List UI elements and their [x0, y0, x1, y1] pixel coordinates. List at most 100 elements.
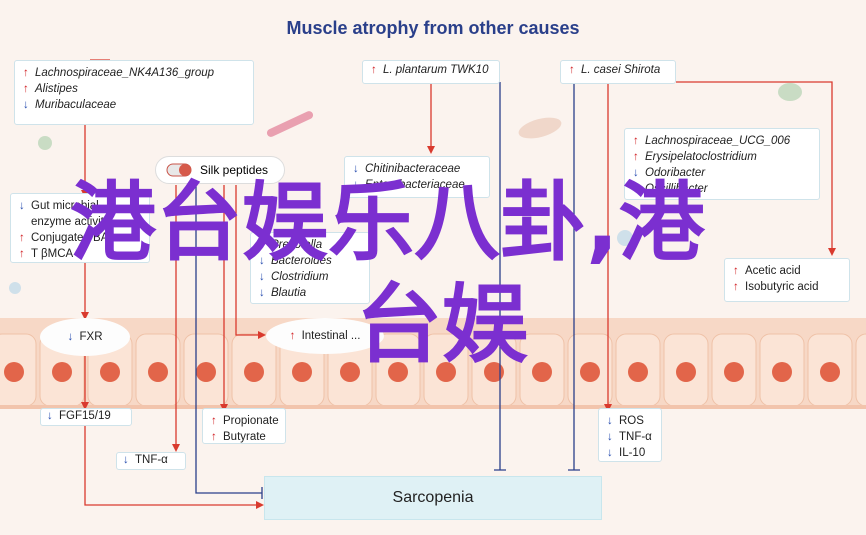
marker-row: ↓ ROS: [607, 413, 653, 429]
silk-peptides-pill: Silk peptides: [155, 156, 285, 184]
bacteria-row: ↑ Alistipes: [23, 81, 245, 97]
bacteria-row: ↓Bacteroides: [259, 253, 361, 269]
cell-nucleus: [52, 362, 72, 382]
down-arrow-icon: ↓: [607, 415, 613, 427]
intestinal-label: Intestinal ...: [301, 330, 361, 342]
link-silk-to-intestinal: [235, 185, 264, 336]
fxr-label: FXR: [79, 331, 103, 343]
bacteria-name: Enterobacteriaceae: [365, 179, 465, 191]
acids-box: ↑Acetic acid ↑ Isobutyric acid: [724, 258, 850, 302]
bacteria-box-middle: ↑Prevotella ↓Bacteroides ↓Clostridium ↓B…: [250, 232, 370, 304]
bacteria-row: ↓Oscillibacter: [633, 181, 811, 197]
cell-nucleus: [244, 362, 264, 382]
lplantarum-box: ↑ L. plantarum TWK10: [362, 60, 500, 84]
intestine-base: [0, 405, 866, 409]
acid-label: Isobutyric acid: [745, 281, 819, 293]
gut-row: ↓ Gut microbial: [19, 198, 141, 214]
bacteria-row: ↓ Muribaculaceae: [23, 97, 245, 113]
cell-nucleus: [388, 362, 408, 382]
bacteria-name: Clostridium: [271, 271, 329, 283]
down-arrow-icon: ↓: [353, 179, 359, 191]
cell-nucleus: [148, 362, 168, 382]
gut-text: T βMCA: [31, 248, 74, 260]
up-arrow-icon: ↑: [259, 239, 265, 251]
marker-label: ROS: [619, 415, 644, 427]
bacteria-name: Lachnospiraceae_UCG_006: [645, 135, 791, 147]
cell-nucleus: [340, 362, 360, 382]
up-arrow-icon: ↑: [371, 64, 377, 76]
bacteria-name: Blautia: [271, 287, 307, 299]
silk-peptides-label: Silk peptides: [200, 163, 269, 177]
gut-text: Gut microbial: [31, 200, 99, 212]
down-arrow-icon: ↓: [607, 447, 613, 459]
gut-text: Conjugated BA: [31, 232, 109, 244]
fgf-box: ↓ FGF15/19: [40, 408, 132, 426]
capsule-icon: [166, 163, 192, 177]
down-arrow-icon: ↓: [607, 431, 613, 443]
down-arrow-icon: ↓: [23, 99, 29, 111]
gut-row: ↓enzyme activity: [19, 214, 141, 230]
acid-row: ↑ Isobutyric acid: [733, 279, 841, 295]
connectors: [84, 59, 833, 506]
up-arrow-icon: ↑: [23, 83, 29, 95]
inhibit-links: [195, 82, 580, 499]
cell-nucleus: [100, 362, 120, 382]
inhibit-lcasei: [568, 82, 580, 471]
up-arrow-icon: ↑: [211, 415, 217, 427]
bacteria-name: Erysipelatoclostridium: [645, 151, 757, 163]
bacteria-name: Muribaculaceae: [35, 99, 117, 111]
cell-nucleus: [628, 362, 648, 382]
marker-row: ↓TNF-α: [607, 429, 653, 445]
scfa-label: Butyrate: [223, 431, 266, 443]
cell-nucleus: [532, 362, 552, 382]
bacteria-box-left: ↑Lachnospiraceae_NK4A136_group ↑ Alistipe…: [14, 60, 254, 125]
up-arrow-icon: ↑: [211, 431, 217, 443]
marker-label: IL-10: [619, 447, 646, 459]
tnf-label: TNF-α: [135, 454, 168, 466]
cell-nucleus: [484, 362, 504, 382]
up-arrow-icon: ↑: [19, 248, 25, 260]
down-arrow-icon: ↓: [123, 454, 129, 466]
cell-nucleus: [4, 362, 24, 382]
scfa-box: ↑Propionate ↑ Butyrate: [202, 408, 286, 444]
up-arrow-icon: ↑: [569, 64, 575, 76]
bacteria-box-right: ↑Lachnospiraceae_UCG_006 ↑Erysipelatoclo…: [624, 128, 820, 200]
gut-text: enzyme activity: [31, 216, 110, 228]
fxr-oval: ↓ FXR: [40, 318, 130, 356]
scfa-row: ↑Propionate: [211, 413, 279, 429]
up-arrow-icon: ↑: [733, 281, 739, 293]
lcasei-label: L. casei Shirota: [581, 64, 661, 76]
marker-row: ↓ IL-10: [607, 445, 653, 461]
cell-nucleus: [436, 362, 456, 382]
up-arrow-icon: ↑: [23, 67, 29, 79]
bacteria-name: Alistipes: [35, 83, 78, 95]
inhibit-silk: [195, 185, 263, 499]
cell-nucleus: [724, 362, 744, 382]
up-arrow-icon: ↑: [633, 135, 639, 147]
sarcopenia-box: Sarcopenia: [264, 476, 602, 520]
diagram-title: Muscle atrophy from other causes: [286, 18, 580, 38]
bacteria-row: ↓Blautia: [259, 285, 361, 301]
lcasei-box: ↑ L. casei Shirota: [560, 60, 676, 84]
fgf-label: FGF15/19: [59, 410, 111, 422]
link-lcasei-to-acids: [676, 81, 833, 254]
decorative-bacteria: [9, 83, 802, 294]
cell-nucleus: [292, 362, 312, 382]
bacteria-name: Chitinibacteraceae: [365, 163, 461, 175]
watermark-line-1: 港台娱乐八卦,港: [70, 173, 705, 273]
link-fgf-to-sarcopenia: [84, 424, 262, 506]
up-arrow-icon: ↑: [733, 265, 739, 277]
down-arrow-icon: ↓: [19, 200, 25, 212]
bacteria-row: ↑Lachnospiraceae_NK4A136_group: [23, 65, 245, 81]
lplantarum-label: L. plantarum TWK10: [383, 64, 489, 76]
inflammation-box: ↓ ROS ↓TNF-α ↓ IL-10: [598, 408, 662, 462]
bacteria-row: ↑ Prevotella: [259, 237, 361, 253]
bacteria-name: Oscillibacter: [645, 183, 708, 195]
acid-row: ↑Acetic acid: [733, 263, 841, 279]
bacteria-name: Prevotella: [271, 239, 323, 251]
down-arrow-icon: ↓: [47, 410, 53, 422]
down-arrow-icon: ↓: [259, 255, 265, 267]
down-arrow-icon: ↓: [67, 331, 74, 343]
down-arrow-icon: ↓: [633, 167, 639, 179]
down-arrow-icon: ↓: [259, 271, 265, 283]
